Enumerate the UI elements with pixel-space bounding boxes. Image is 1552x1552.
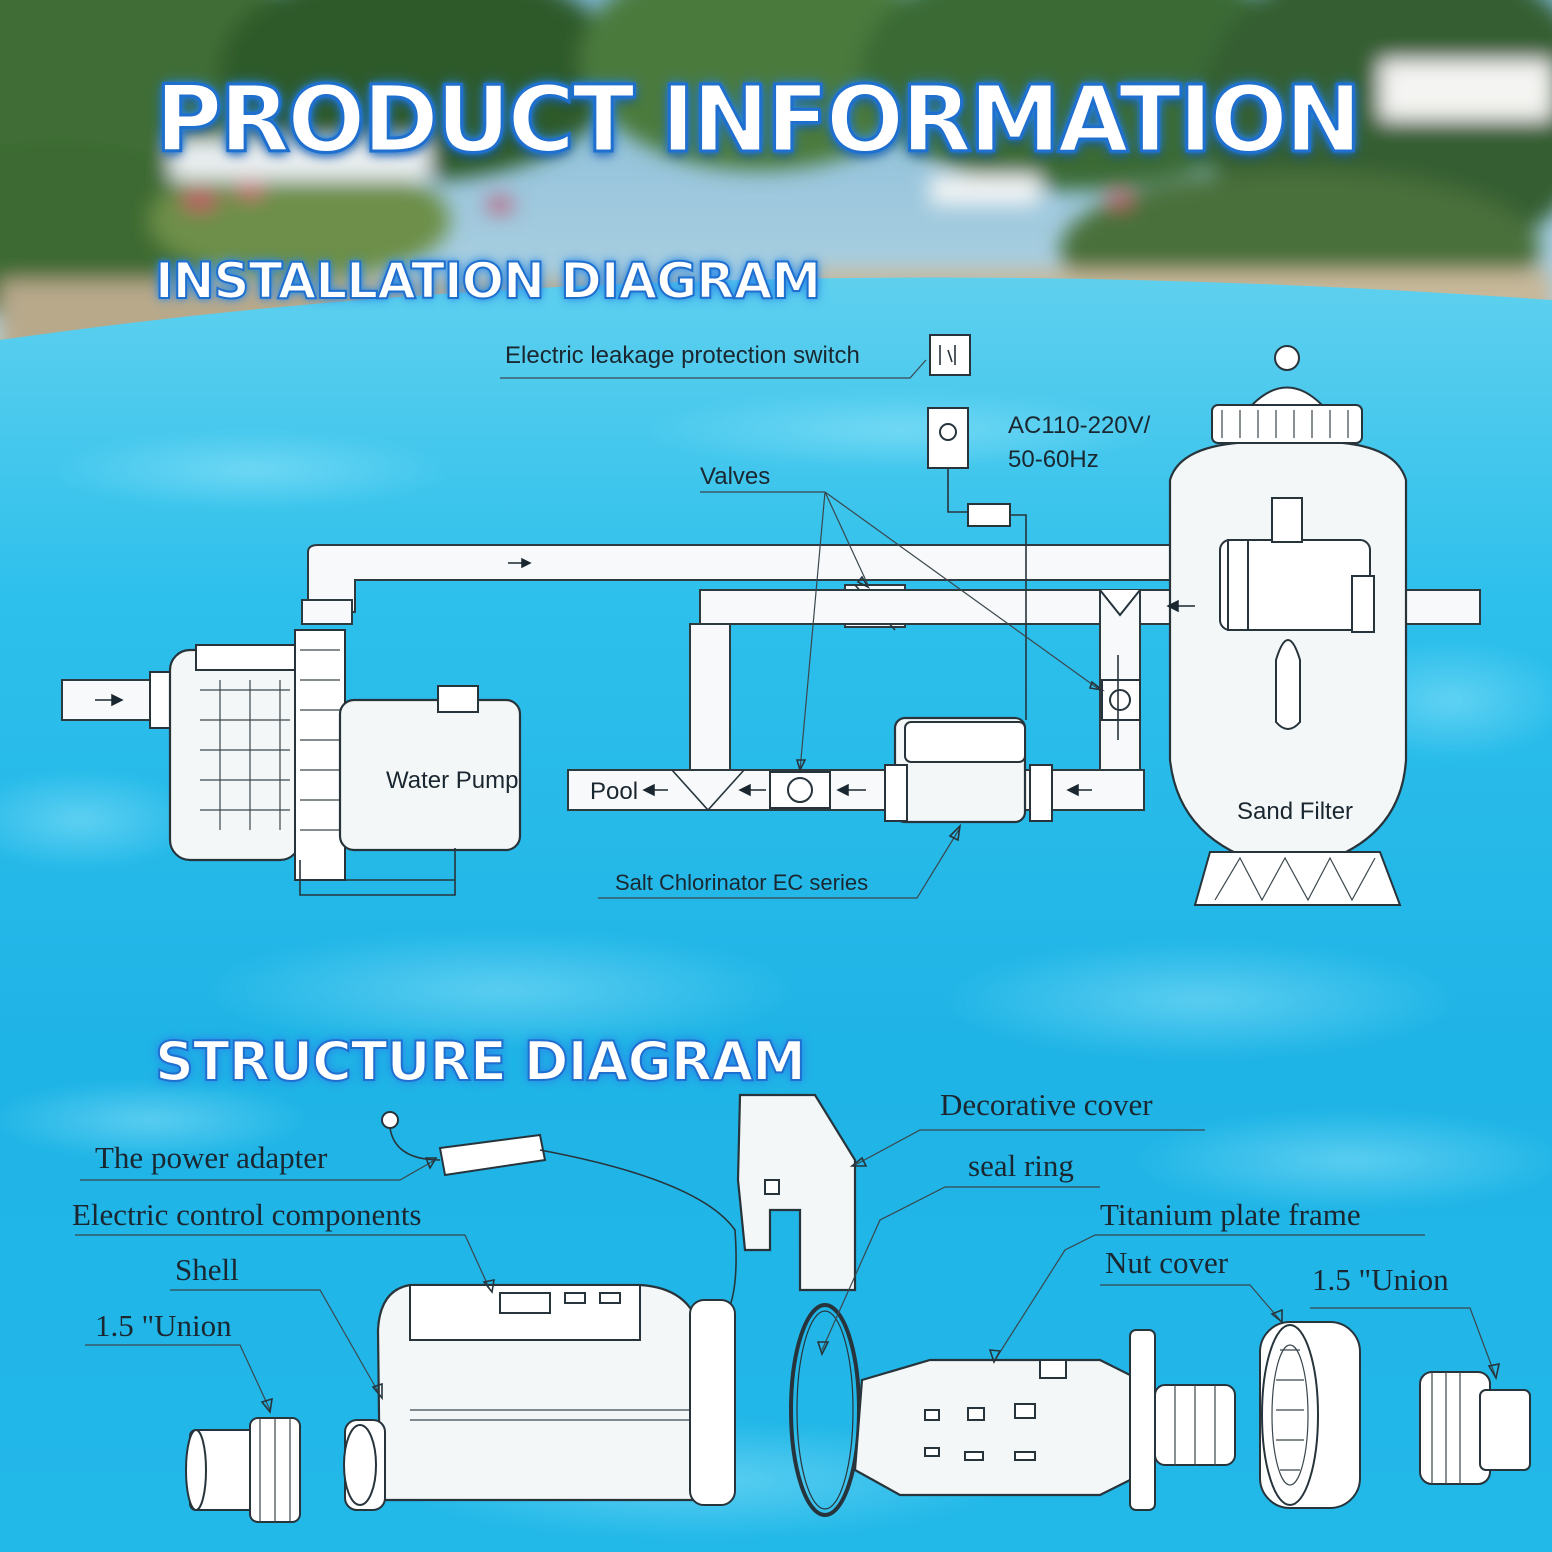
power-adapter-drawing [381,1111,737,1321]
decorative-cover-drawing [736,1093,857,1292]
label-shell: Shell [175,1252,239,1287]
label-chlorinator: Salt Chlorinator EC series [615,870,869,895]
label-pool: Pool [590,778,639,805]
nut-cover-drawing [1259,1321,1361,1509]
label-union-right: 1.5 "Union [1312,1262,1449,1297]
label-decorative-cover: Decorative cover [940,1087,1153,1122]
titanium-plate-frame-drawing [853,1329,1236,1511]
page-title: PRODUCT INFORMATION [154,65,1364,175]
label-union-left: 1.5 "Union [95,1308,232,1343]
label-sand-filter: Sand Filter [1237,798,1354,825]
water-pump-drawing [61,629,522,896]
union-left-drawing [185,1417,301,1523]
seal-ring-drawing [789,1303,861,1517]
chlorinator-body-drawing [343,1283,736,1511]
salt-chlorinator-drawing [884,716,1053,824]
structure-diagram-heading: STRUCTURE DIAGRAM [154,1029,807,1094]
label-voltage-line1: AC110-220V/ [1008,412,1151,439]
label-titanium-frame: Titanium plate frame [1100,1197,1361,1232]
label-leakage-switch: Electric leakage protection switch [505,342,860,369]
label-power-adapter: The power adapter [95,1140,328,1175]
label-valves: Valves [700,463,771,490]
structure-diagram [75,1093,1531,1523]
label-electric-control: Electric control components [72,1197,422,1232]
label-voltage-line2: 50-60Hz [1008,446,1099,473]
label-seal-ring: seal ring [968,1148,1074,1183]
union-right-drawing [1419,1371,1531,1485]
label-nut-cover: Nut cover [1105,1245,1229,1280]
installation-diagram [61,334,1481,906]
sand-filter-drawing [1168,345,1408,906]
installation-diagram-heading: INSTALLATION DIAGRAM [154,251,822,311]
label-water-pump: Water Pump [386,767,519,794]
